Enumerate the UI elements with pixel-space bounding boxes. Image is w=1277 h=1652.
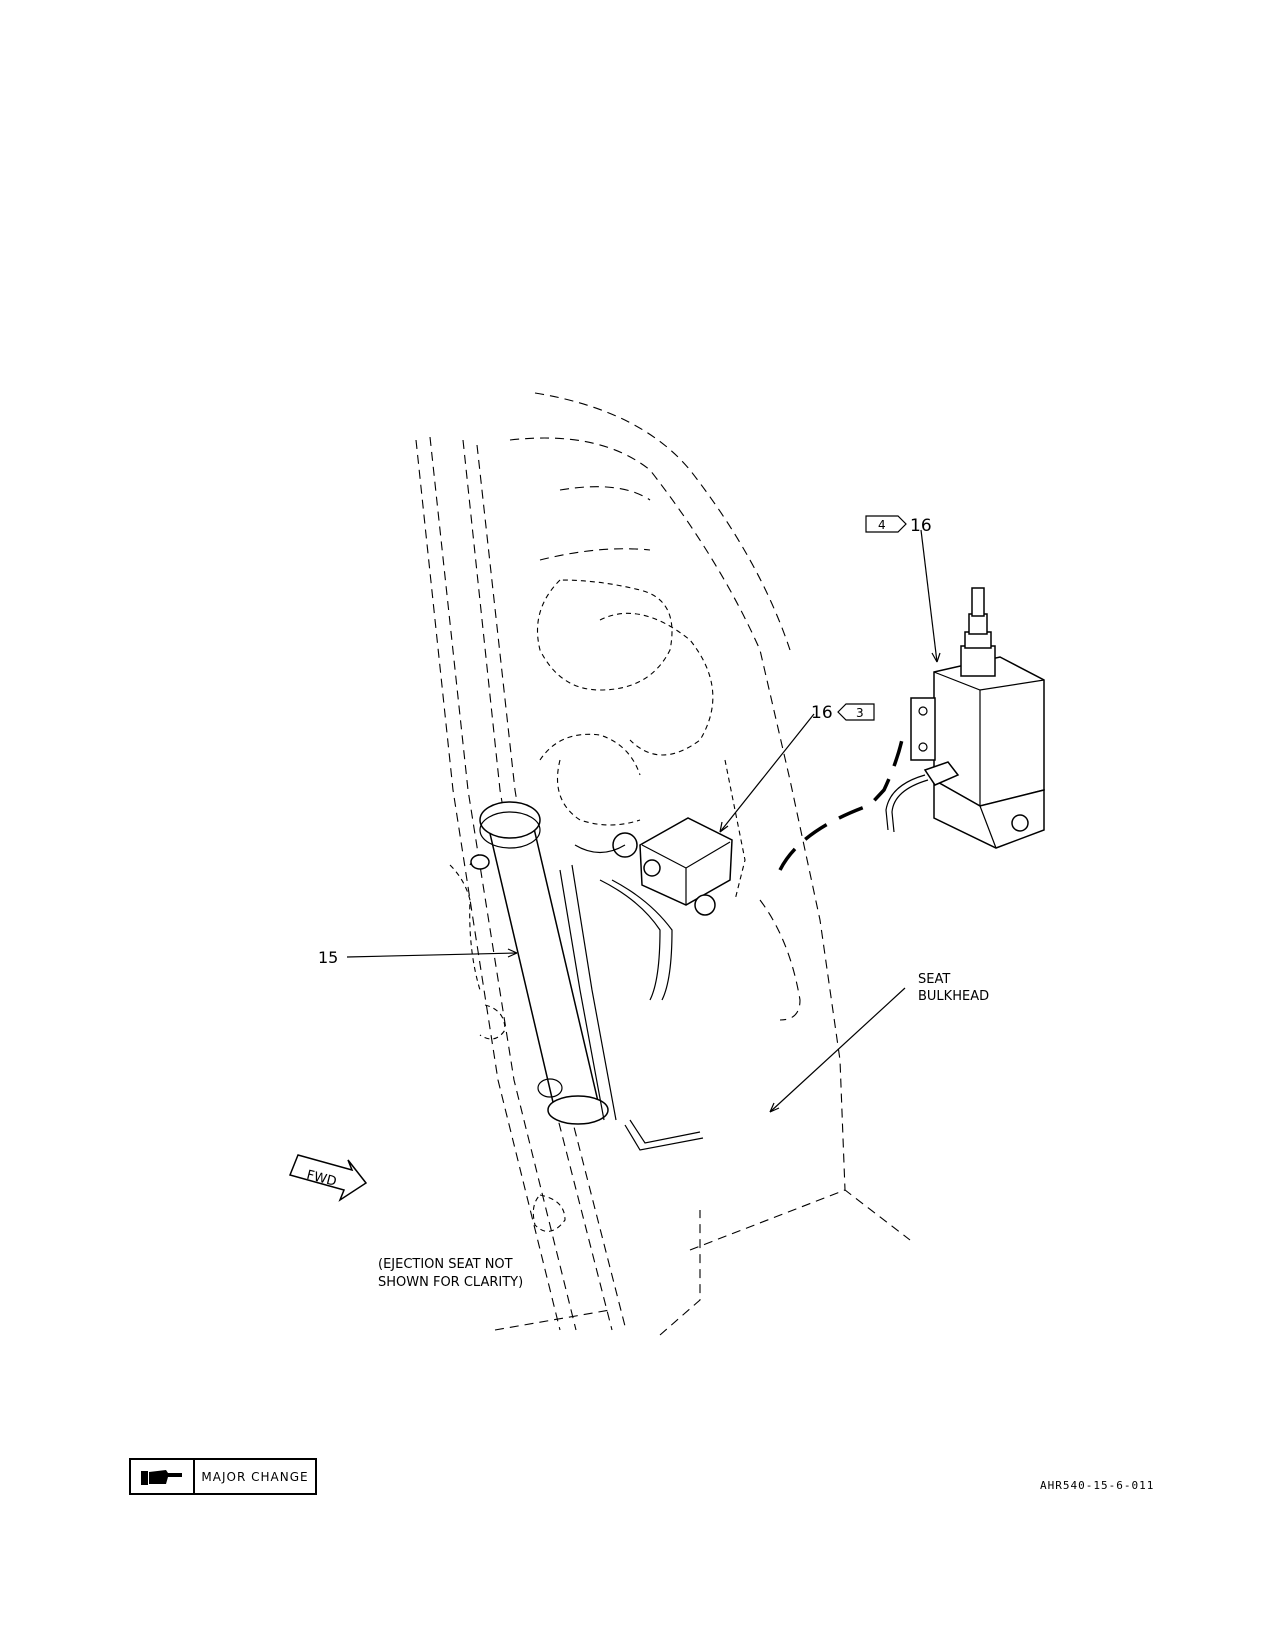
- item-16-installed-valve: [556, 759, 733, 1001]
- note-3-label: 3: [856, 706, 864, 720]
- seat-bulkhead-label-1: SEAT: [918, 972, 950, 987]
- leader-lines: [346, 529, 941, 1113]
- major-change-label: MAJOR CHANGE: [201, 1469, 309, 1484]
- major-change-legend: MAJOR CHANGE: [129, 1458, 317, 1495]
- ejection-note-line-2: SHOWN FOR CLARITY): [378, 1275, 523, 1290]
- item-16-detail-valve: [778, 587, 1045, 871]
- fwd-arrow: FWD: [288, 1154, 368, 1202]
- note-flag-3: 3: [837, 703, 875, 721]
- note-4-label: 4: [878, 518, 886, 532]
- callout-16-upper: 16: [910, 516, 932, 536]
- figure-id: AHR540-15-6-011: [1040, 1479, 1155, 1492]
- callout-16-lower: 16: [811, 703, 833, 723]
- note-flag-4: 4: [865, 515, 907, 533]
- callout-15: 15: [318, 948, 338, 967]
- item-15-cylinder: [469, 801, 704, 1151]
- ejection-note-line-1: (EJECTION SEAT NOT: [378, 1257, 513, 1272]
- seat-bulkhead-label-2: BULKHEAD: [918, 989, 989, 1004]
- pointing-hand-icon: [131, 1460, 195, 1493]
- fwd-label: FWD: [305, 1168, 338, 1190]
